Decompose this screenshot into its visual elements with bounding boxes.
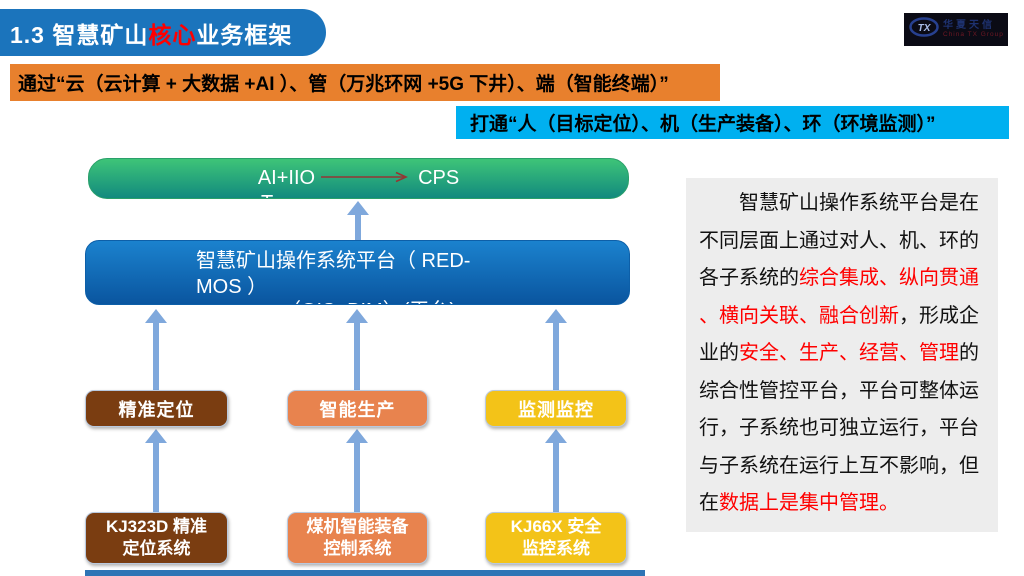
- text-segment: ，形成企: [899, 304, 979, 327]
- aiiiot-cps-line: AI+IIO CPS: [89, 167, 628, 190]
- arrow-head-icon: [347, 201, 369, 215]
- box-intelligent-production: 智能生产: [287, 390, 428, 427]
- panel-text-line: 各子系统的综合集成、纵向贯通: [699, 260, 985, 298]
- highlighted-text: 、横向关联、融合创新: [699, 304, 899, 327]
- arrow-head-icon: [545, 309, 567, 323]
- arrow-head-icon: [346, 309, 368, 323]
- logo-english-name: China TX Group: [943, 31, 1004, 39]
- arrow-head-icon: [545, 429, 567, 443]
- text-segment: 与子系统在运行上互不影响，但: [699, 454, 979, 477]
- logo-chinese-name: 华夏天信: [943, 20, 995, 32]
- coal-machine-line1: 煤机智能装备: [306, 517, 409, 536]
- arrow-kj323d-to-positioning: [145, 429, 167, 512]
- box-kj323d-system: KJ323D 精准 定位系统: [85, 512, 228, 564]
- platform-line1: 智慧矿山操作系统平台（ RED-: [196, 250, 471, 272]
- box-coal-machine-system: 煤机智能装备 控制系统: [287, 512, 428, 564]
- text-segment: 综合性管控平台，平台可整体运: [699, 379, 979, 402]
- arrow-stem: [354, 323, 360, 390]
- arrow-positioning-to-platform: [145, 309, 167, 390]
- cps-label: CPS: [418, 167, 460, 189]
- arrow-production-to-platform: [346, 309, 368, 390]
- banner-human-machine-env: 打通“人（目标定位）、机（生产装备）、环（环境监测）”: [456, 106, 1009, 139]
- highlighted-text: 综合集成、纵向贯通: [799, 267, 979, 289]
- arrow-stem: [153, 323, 159, 390]
- kj323d-line2: 定位系统: [122, 539, 191, 558]
- box-monitoring-control: 监测监控: [485, 390, 627, 427]
- text-segment: 业务框架: [196, 21, 293, 48]
- text-segment: 业的: [699, 342, 739, 364]
- coal-machine-line2: 控制系统: [323, 539, 392, 558]
- highlighted-text: 安全、生产、经营、管理: [739, 342, 959, 364]
- arrow-stem: [553, 443, 559, 512]
- description-panel: 智慧矿山操作系统平台是在不同层面上通过对人、机、环的各子系统的综合集成、纵向贯通…: [686, 178, 998, 532]
- arrow-stem: [153, 443, 159, 512]
- text-segment: 行，子系统也可独立运行，平台: [699, 417, 979, 439]
- panel-text-line: 综合性管控平台，平台可整体运: [699, 373, 985, 411]
- text-segment: 各子系统的: [699, 267, 799, 289]
- aiiiot-label: AI+IIO: [257, 167, 316, 189]
- company-logo: TX 华夏天信 China TX Group: [904, 13, 1008, 46]
- panel-text-line: 智慧矿山操作系统平台是在: [699, 185, 985, 223]
- arrow-head-icon: [145, 429, 167, 443]
- aiiiot-cps-box: AI+IIO CPS T: [88, 158, 629, 199]
- kj66x-line1: KJ66X 安全: [510, 517, 602, 536]
- panel-text-line: 不同层面上通过对人、机、环的: [699, 223, 985, 261]
- right-arrow-icon: [319, 167, 414, 190]
- redmos-platform-box: 智慧矿山操作系统平台（ RED- MOS ） （GIS+BIM）(平台): [85, 240, 630, 305]
- text-segment: 智慧矿山操作系统平台是在: [699, 192, 979, 214]
- box-kj66x-system: KJ66X 安全 监控系统: [485, 512, 627, 564]
- highlighted-text: 核心: [148, 21, 197, 48]
- svg-text:TX: TX: [918, 23, 932, 34]
- platform-line2: MOS ）: [196, 276, 268, 298]
- arrow-stem: [553, 323, 559, 390]
- aiiiot-wrapped-char: T: [261, 192, 273, 198]
- banner-cloud-pipe-terminal: 通过“云（云计算 + 大数据 +AI ）、管（万兆环网 +5G 下井）、端（智能…: [10, 64, 720, 101]
- page-title: 1.3 智慧矿山核心业务框架: [0, 9, 326, 56]
- text-segment: 在: [699, 492, 719, 514]
- panel-text-line: 业的安全、生产、经营、管理的: [699, 335, 985, 373]
- text-segment: 1.3 智慧矿山: [10, 21, 149, 48]
- arrow-kj66x-to-monitoring: [545, 429, 567, 512]
- panel-text-line: 与子系统在运行上互不影响，但: [699, 448, 985, 486]
- panel-text-line: 、横向关联、融合创新，形成企: [699, 298, 985, 336]
- arrow-monitoring-to-platform: [545, 309, 567, 390]
- arrow-stem: [354, 443, 360, 512]
- text-segment: 不同层面上通过对人、机、环的: [699, 229, 979, 252]
- panel-text-line: 在数据上是集中管理。: [699, 485, 985, 523]
- text-segment: 的: [959, 342, 979, 364]
- bottom-divider-strip: [85, 570, 645, 576]
- highlighted-text: 数据上是集中管理。: [719, 492, 899, 514]
- kj66x-line2: 监控系统: [522, 539, 590, 558]
- arrow-head-icon: [346, 429, 368, 443]
- arrow-stem: [355, 215, 361, 240]
- arrow-coalmachine-to-production: [346, 429, 368, 512]
- arrow-platform-to-cps: [347, 201, 369, 240]
- arrow-head-icon: [145, 309, 167, 323]
- kj323d-line1: KJ323D 精准: [105, 517, 208, 536]
- box-precise-positioning: 精准定位: [85, 390, 228, 427]
- tx-emblem-icon: TX: [909, 17, 939, 42]
- panel-text-line: 行，子系统也可独立运行，平台: [699, 410, 985, 448]
- platform-clipped-line: （GIS+BIM）(平台): [281, 298, 456, 304]
